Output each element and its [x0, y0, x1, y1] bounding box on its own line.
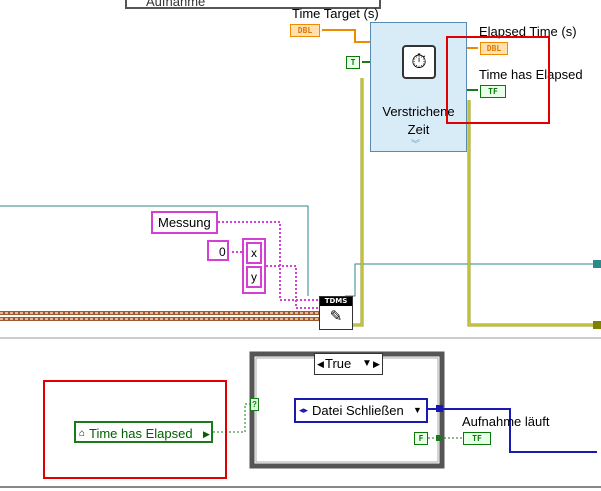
messung-constant[interactable]: Messung [151, 211, 218, 234]
false-constant[interactable]: F [414, 432, 428, 445]
enum-value: Datei Schließen [312, 403, 404, 418]
elapsed-time-label: Elapsed Time (s) [479, 24, 577, 39]
top-case-label: Aufnahme [146, 0, 206, 9]
case-prev-arrow-icon[interactable]: ◀ [317, 359, 324, 369]
time-has-elapsed-terminal[interactable]: TF [480, 85, 506, 98]
local-var-arrow-icon: ▶ [203, 429, 210, 439]
aufnahme-laeuft-label: Aufnahme läuft [462, 414, 550, 429]
enum-arrows-icon: ◂▸ [299, 405, 309, 415]
local-var-label: Time has Elapsed [89, 426, 193, 441]
enum-constant[interactable]: ◂▸ Datei Schließen ▼ [294, 398, 428, 423]
case-selector-value: True [325, 356, 352, 371]
time-has-elapsed-label: Time has Elapsed [479, 67, 583, 82]
stopwatch-icon: ⏱ [402, 45, 436, 79]
case-selector[interactable]: ◀ True ▼ ▶ [314, 353, 383, 375]
enum-dropdown-icon[interactable]: ▼ [413, 405, 422, 415]
tdms-icon-label: TDMS [320, 297, 352, 306]
cluster-y: y [246, 266, 262, 288]
case-next-arrow-icon[interactable]: ▶ [373, 359, 380, 369]
time-target-terminal[interactable]: DBL [290, 24, 320, 37]
aufnahme-laeuft-terminal[interactable]: TF [463, 432, 491, 445]
highlight-box-top [446, 36, 550, 124]
elapsed-time-express-vi[interactable]: ⏱ Verstrichene Zeit ︾ [370, 22, 467, 152]
xy-cluster-constant[interactable]: x y [242, 238, 266, 294]
tdms-write-node[interactable]: TDMS ✎ [319, 296, 353, 330]
cluster-x: x [246, 242, 262, 264]
index-constant[interactable]: 0 [207, 240, 229, 261]
elapsed-time-terminal[interactable]: DBL [480, 42, 508, 55]
expand-chevron-icon[interactable]: ︾ [411, 139, 421, 149]
time-target-label: Time Target (s) [292, 6, 379, 21]
elapsed-vi-name: Verstrichene Zeit [382, 104, 455, 137]
time-has-elapsed-local-variable[interactable]: ⌂ Time has Elapsed ▶ [74, 421, 213, 443]
local-var-icon: ⌂ [79, 428, 86, 439]
case-dropdown-icon[interactable]: ▼ [362, 358, 372, 369]
true-constant[interactable]: T [346, 56, 360, 69]
case-selector-terminal[interactable]: ? [250, 398, 259, 411]
pencil-icon: ✎ [329, 308, 343, 325]
highlight-box-bottom [43, 380, 227, 479]
